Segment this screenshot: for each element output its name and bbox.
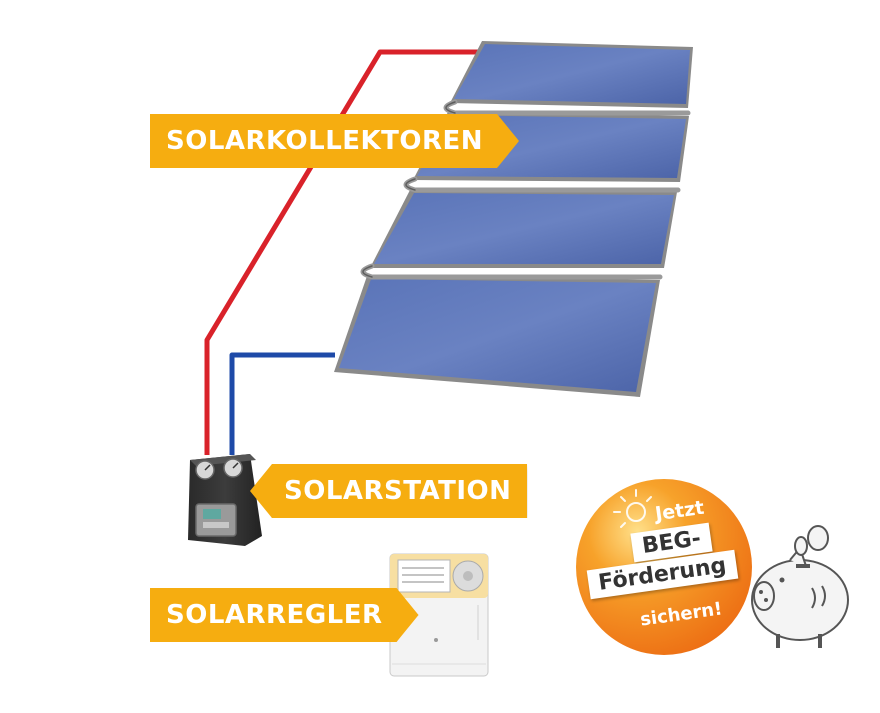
pipes	[204, 49, 485, 455]
piggy-bank-icon	[751, 525, 849, 648]
coin-icon	[794, 525, 829, 556]
solar-station-device	[188, 454, 262, 546]
regulator-screen	[397, 559, 451, 593]
label-solar-collectors: SOLARKOLLEKTOREN	[150, 114, 519, 168]
sun-icon	[613, 489, 652, 528]
hot-pipe	[204, 49, 485, 455]
solar-collectors	[334, 41, 693, 397]
collector-panel	[450, 41, 693, 108]
cold-pipe	[229, 352, 335, 455]
label-solar-regulator: SOLARREGLER	[150, 588, 419, 642]
station-display	[195, 503, 237, 537]
label-solar-station: SOLARSTATION	[250, 464, 528, 518]
solar-regulator-device	[389, 553, 489, 677]
collector-panel	[370, 190, 677, 268]
collector-panel	[334, 276, 660, 397]
